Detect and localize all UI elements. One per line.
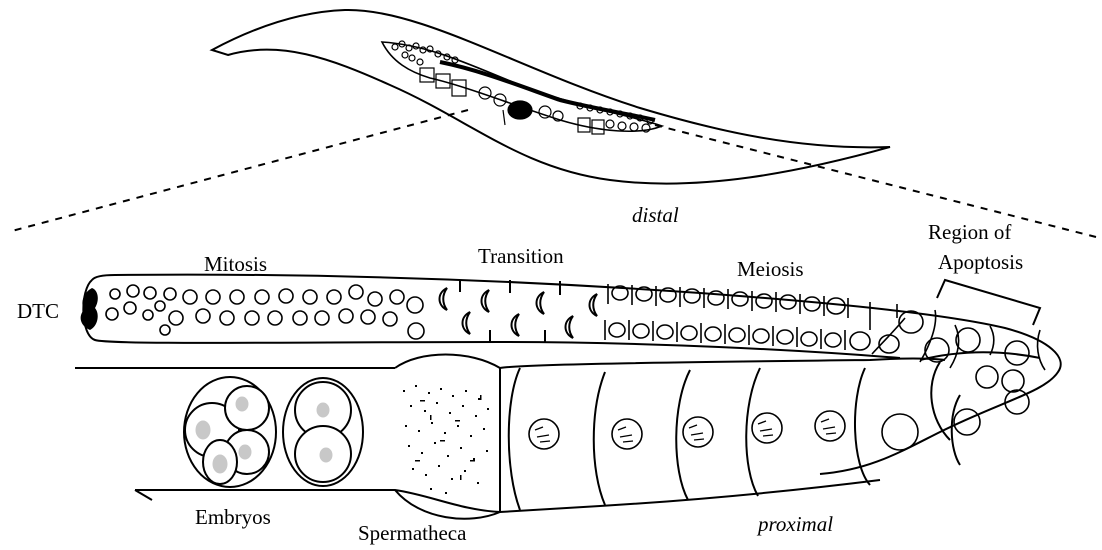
label-mitosis: Mitosis — [204, 252, 267, 276]
oocyte-nuclei — [529, 409, 980, 450]
label-dtc: DTC — [17, 299, 59, 323]
label-apoptosis-line1: Region of — [928, 220, 1011, 244]
transition-crescents — [440, 280, 598, 342]
oocyte-row-top — [500, 359, 945, 369]
label-apoptosis-line2: Apoptosis — [938, 250, 1023, 274]
worm-overview — [212, 10, 890, 184]
label-spermatheca: Spermatheca — [358, 521, 467, 545]
sperm-dots — [403, 385, 489, 494]
label-transition: Transition — [478, 244, 564, 268]
zoom-lines — [8, 110, 1100, 238]
proximal-arm-bottom-stub — [135, 490, 152, 500]
zoom-line-left — [8, 110, 468, 232]
label-distal: distal — [632, 203, 679, 227]
label-meiosis: Meiosis — [737, 257, 804, 281]
spermatheca-outline — [395, 355, 500, 519]
label-proximal: proximal — [756, 512, 833, 536]
apoptosis-cells — [925, 325, 1045, 414]
mitotic-nuclei — [106, 285, 424, 339]
label-embryos: Embryos — [195, 505, 271, 529]
embryos — [184, 377, 363, 487]
